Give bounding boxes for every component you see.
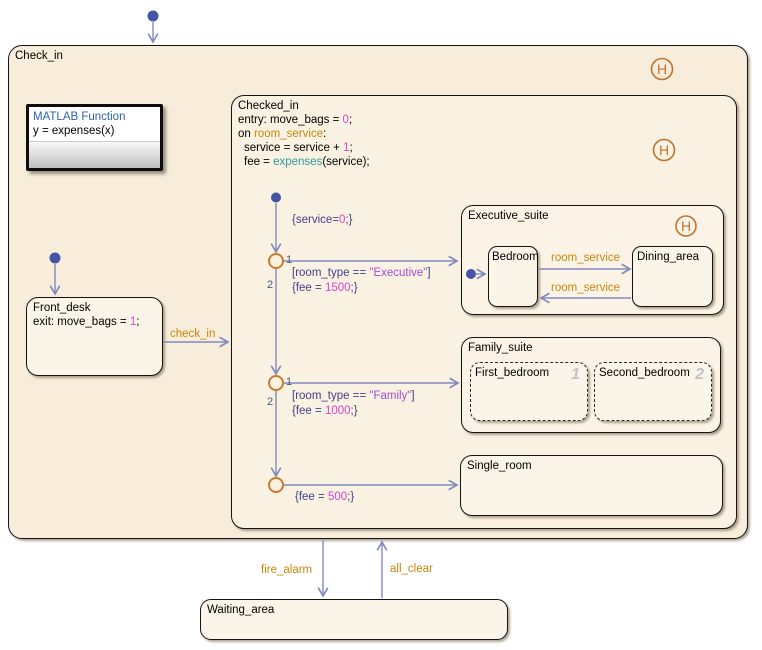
state-title: Single_room (467, 460, 532, 472)
state-title: Second_bedroom (599, 367, 690, 379)
state-bedroom[interactable]: Bedroom (488, 246, 539, 307)
state-title: Dining_area (637, 251, 700, 263)
state-title: Bedroom (492, 251, 539, 263)
state-second-bedroom[interactable]: Second_bedroom 2 (594, 362, 712, 421)
state-title: Checked_in (238, 100, 299, 112)
state-title: Check_in (15, 50, 63, 62)
state-on-action-2: fee = expenses(service); (244, 156, 370, 168)
state-exit-action: exit: move_bags = 1; (33, 316, 140, 328)
transition-label-check-in[interactable]: check_in (170, 328, 216, 340)
state-on-event: on room_service: (238, 128, 327, 140)
transition-label-executive[interactable]: [room_type == "Executive"] {fee = 1500;} (292, 267, 431, 294)
parallel-order-badge: 1 (571, 366, 580, 383)
junction2-order-1: 1 (286, 376, 293, 388)
state-entry-action: entry: move_bags = 0; (238, 114, 353, 126)
state-single-room[interactable]: Single_room (460, 455, 723, 516)
transition-label-all-clear[interactable]: all_clear (390, 563, 433, 575)
junction2-order-2: 2 (267, 396, 274, 408)
transition-label-single[interactable]: {fee = 500;} (295, 491, 355, 503)
initial-dot-chart[interactable] (147, 10, 159, 22)
state-dining-area[interactable]: Dining_area (632, 246, 713, 307)
parallel-order-badge: 2 (695, 366, 704, 383)
transition-label-room-service-top[interactable]: room_service (551, 252, 621, 264)
junction1-order-2: 2 (267, 279, 274, 291)
junction1-order-1: 1 (286, 254, 293, 266)
state-first-bedroom[interactable]: First_bedroom 1 (470, 362, 588, 421)
state-on-action-1: service = service + 1; (244, 142, 353, 154)
matlab-function-title: MATLAB Function (33, 111, 126, 123)
transition-label-fire-alarm[interactable]: fire_alarm (261, 564, 313, 576)
transition-label-init-action[interactable]: {service=0;} (292, 214, 353, 226)
matlab-function-code: y = expenses(x) (33, 125, 115, 137)
state-front-desk[interactable]: Front_desk exit: move_bags = 1; (26, 297, 163, 376)
state-title: First_bedroom (475, 367, 550, 379)
state-title: Front_desk (33, 302, 91, 314)
transition-label-family[interactable]: [room_type == "Family"] {fee = 1000;} (292, 390, 415, 417)
state-title: Waiting_area (207, 604, 275, 616)
state-title: Family_suite (468, 342, 533, 354)
transition-label-room-service-bottom[interactable]: room_service (551, 282, 621, 294)
matlab-function-block[interactable]: MATLAB Function y = expenses(x) (26, 104, 163, 171)
state-waiting-area[interactable]: Waiting_area (200, 599, 508, 640)
state-title: Executive_suite (468, 210, 549, 222)
